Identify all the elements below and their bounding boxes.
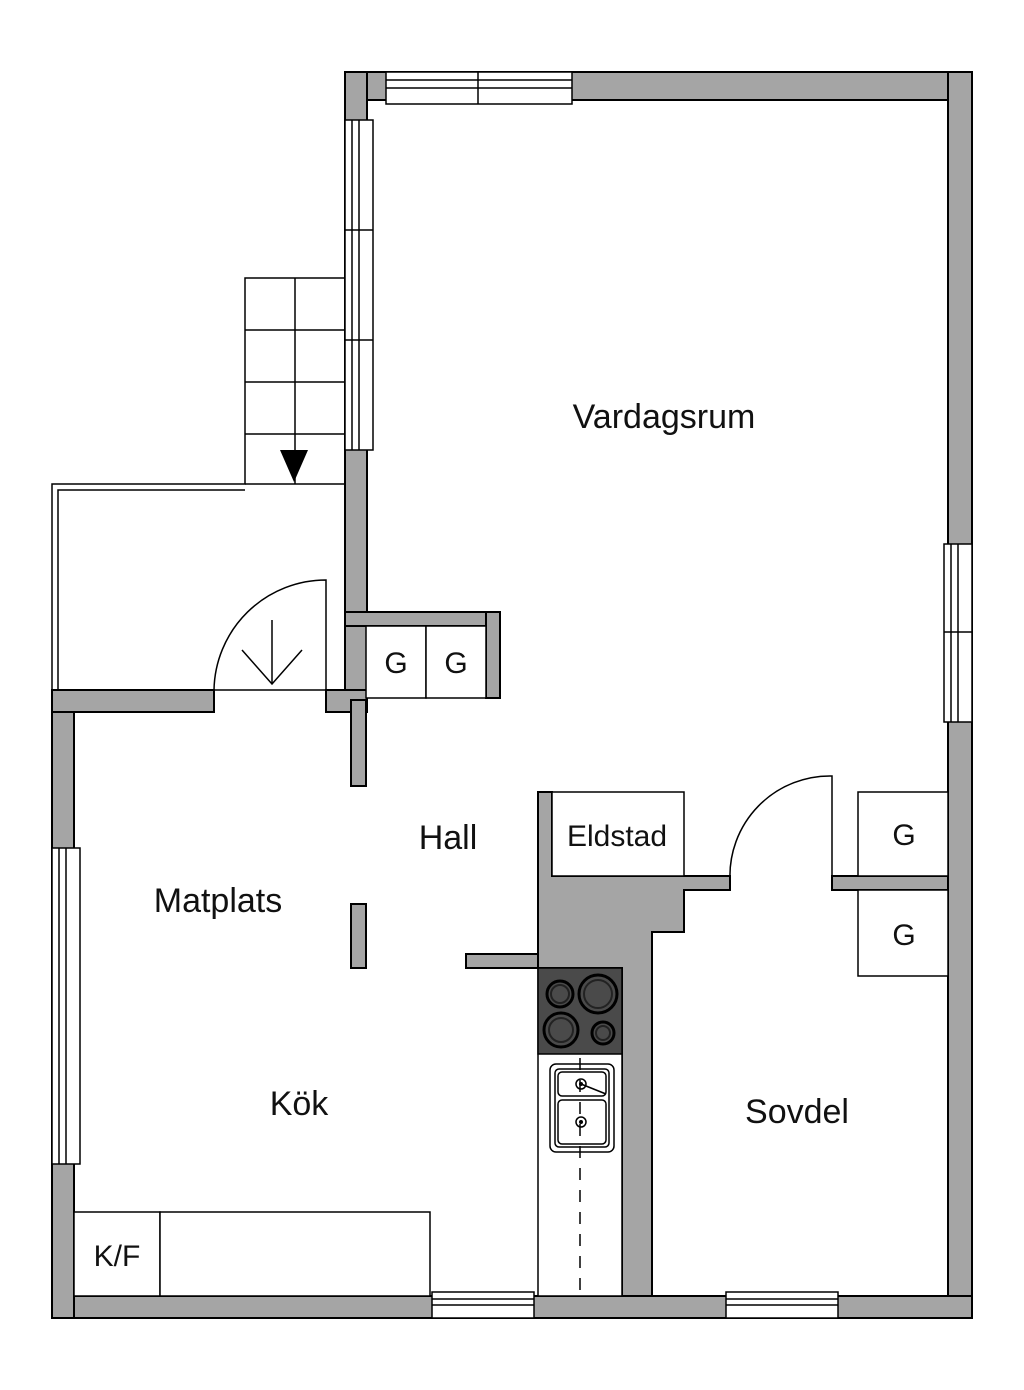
interior-walls — [344, 611, 949, 1297]
sink-icon — [549, 1063, 615, 1153]
kitchen-counter — [537, 967, 623, 1297]
stairs-down-arrow-icon — [280, 450, 308, 482]
room-label-matplats: Matplats — [154, 882, 283, 920]
wardrobe-hall-1 — [365, 625, 427, 699]
doors — [213, 579, 833, 881]
wall-bedroom-top — [831, 875, 949, 891]
wall-entry-left — [51, 689, 215, 713]
eldstad-label: Eldstad — [567, 820, 667, 853]
wall-closet-top — [344, 611, 501, 627]
wardrobe-bedroom-2-label: G — [892, 919, 915, 952]
bottom-counter — [159, 1211, 431, 1297]
wardrobe-hall-2 — [425, 625, 487, 699]
fridge-freezer-box — [73, 1211, 161, 1297]
stairs — [245, 278, 345, 484]
entry-door-swing — [213, 579, 327, 691]
wall-closet-side — [485, 611, 501, 699]
room-label-vardagsrum: Vardagsrum — [573, 398, 756, 436]
wardrobe-bedroom-2 — [857, 889, 949, 977]
room-label-hall: Hall — [419, 819, 478, 857]
wardrobe-bedroom-1-label: G — [892, 819, 915, 852]
bedroom-door-swing — [729, 775, 833, 881]
wall-hall-stub-2 — [350, 903, 367, 969]
room-label-sovdel: Sovdel — [745, 1093, 849, 1131]
wall-hall-stub-1 — [350, 699, 367, 787]
eldstad-box — [551, 791, 685, 877]
windows — [51, 71, 973, 1319]
wardrobe-hall-2-label: G — [444, 647, 467, 680]
exterior-walls — [51, 71, 973, 1319]
kitchen-bottom-units: K/F — [73, 1211, 431, 1297]
bedroom-wardrobes: G G — [857, 791, 949, 977]
hall-closets: G G — [365, 625, 487, 699]
wardrobe-hall-1-label: G — [384, 647, 407, 680]
fridge-freezer-label: K/F — [94, 1240, 141, 1273]
entry-arrow-icon — [241, 620, 303, 686]
entry-porch — [51, 277, 345, 690]
wardrobe-bedroom-1 — [857, 791, 949, 877]
room-label-kok: Kök — [270, 1085, 330, 1123]
fireplace: Eldstad — [551, 791, 685, 877]
room-labels: Vardagsrum Hall Matplats Kök Sovdel — [154, 398, 849, 1131]
